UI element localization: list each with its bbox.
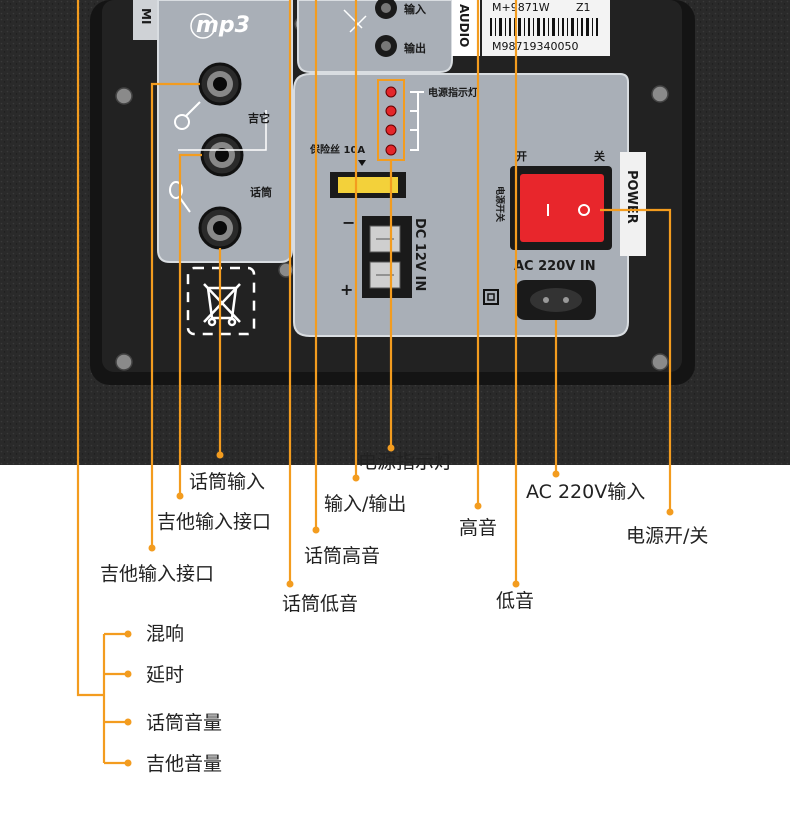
mic-input-jack [198,206,242,250]
guitar-input-jack-1 [198,62,242,106]
minus-sign: − [342,213,355,232]
knob-reverb: 混响 [146,623,185,645]
output-jack [375,35,397,57]
brand-strip [452,0,480,56]
microphone-icon [169,181,191,213]
knob-delay: 延时 [146,664,185,686]
dc-input-label: DC 12V IN [412,218,427,291]
fuse-label: 保险丝 10A [309,143,365,156]
callout-lines [76,0,672,765]
mic-symbol-icon [343,9,367,33]
power-tab [620,152,646,256]
led-label: 电源指示灯 [428,86,478,99]
switch-off-label: 关 [594,149,605,163]
model-code: M+9871W [492,1,550,14]
model-suffix: Z1 [576,1,591,14]
brand-text: AUDIO [457,4,471,47]
terminal-screws [369,225,401,289]
callout-mic-input: 话筒输入 [189,471,266,493]
callout-power-indicator: 电源指示灯 [358,451,454,473]
switch-caption: 电源开关 [494,186,506,222]
ac-inlet-socket [530,288,582,312]
callout-treble: 高音 [459,517,498,539]
input-panel [157,0,293,263]
power-tab-text: POWER [624,170,639,224]
ac-input-label: AC 220V IN [514,259,596,274]
callout-mic-bass: 话筒低音 [282,593,359,615]
knob-guitar-volume: 吉他音量 [146,753,223,775]
mp3-logo-ring [190,13,216,39]
fuse [338,177,398,193]
io-panel [297,0,453,73]
mp3-logo: mp3 [196,13,250,38]
serial-number: M98719340050 [492,40,578,53]
class-ii-icon [483,289,499,305]
barcode [490,18,598,36]
power-indicator-leds [385,86,397,156]
switch-off-mark [578,204,590,216]
power-switch [520,174,604,242]
class-ii-icon-inner [487,293,495,301]
fuse-arrow-icon [358,160,366,166]
mic-label: 话筒 [250,185,272,199]
callout-mic-treble: 话筒高音 [304,545,381,567]
side-tab-text: MI [139,8,153,24]
callout-power-switch: 电源开/关 [626,525,709,547]
guitar-input-jack-2 [200,133,244,177]
output-label: 输出 [404,41,426,55]
callout-guitar-jack-2: 吉他输入接口 [157,511,272,533]
led-arrows [410,91,424,151]
input-jack [375,0,397,19]
panel-guide-line [178,110,267,151]
input-label: 输入 [404,2,426,16]
side-tab [133,0,159,40]
callout-io: 输入/输出 [324,493,407,515]
callout-guitar-jack-1: 吉他输入接口 [100,563,215,585]
plus-sign: + [340,280,353,299]
guitar-icon [174,101,201,130]
knob-mic-volume: 话筒音量 [146,712,223,734]
switch-on-label: 开 [516,150,527,163]
callout-bass: 低音 [496,590,535,612]
callout-ac-input: AC 220V输入 [526,481,646,503]
callout-dots [124,444,674,767]
guitar-label: 吉它 [248,111,270,125]
